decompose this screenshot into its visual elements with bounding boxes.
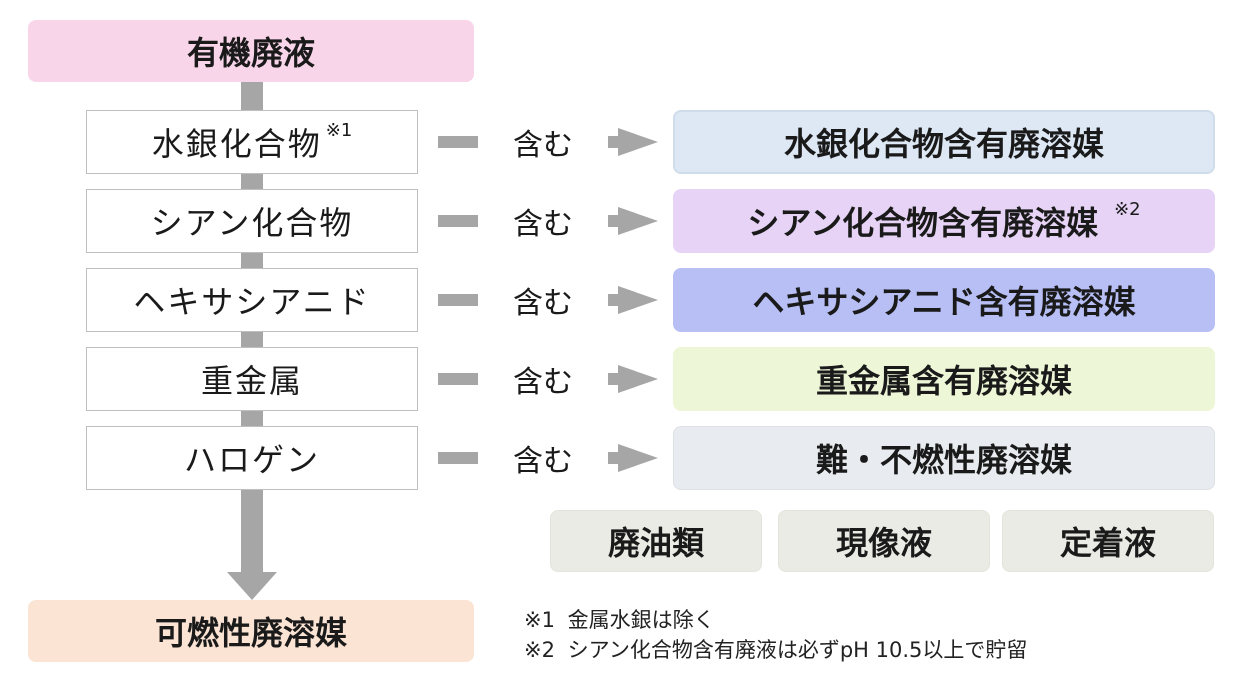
- contains-label: 含む: [478, 122, 608, 163]
- organic-waste-box: 有機廃液: [28, 20, 474, 82]
- contains-label: 含む: [478, 201, 608, 242]
- right-box-label: シアン化合物含有廃溶媒: [747, 204, 1099, 242]
- arrow-head: [618, 207, 658, 235]
- developer-label: 現像液: [835, 524, 932, 562]
- fixer-box: 定着液: [1002, 510, 1214, 572]
- developer-box: 現像液: [778, 510, 990, 572]
- right-box-hexacyanide: ヘキサシアニド含有廃溶媒: [673, 268, 1215, 332]
- contains-label: 含む: [478, 438, 608, 479]
- footnote-text: 金属水銀は除く: [567, 608, 715, 632]
- footnote-mark: ※2: [524, 638, 555, 662]
- right-box-label: 重金属含有廃溶媒: [815, 362, 1072, 400]
- right-box-label: 難・不燃性廃溶媒: [815, 441, 1072, 479]
- right-box-cyanide: シアン化合物含有廃溶媒 ※2: [673, 189, 1215, 253]
- left-box-heavy-metal: 重金属: [86, 347, 418, 411]
- fixer-label: 定着液: [1059, 524, 1156, 562]
- left-box-hexacyanide: ヘキサシアニド: [86, 268, 418, 332]
- left-box-cyanide: シアン化合物: [86, 189, 418, 253]
- organic-waste-label: 有機廃液: [186, 34, 315, 72]
- arrow-head: [618, 128, 658, 156]
- footnote-1: ※1 金属水銀は除く: [524, 604, 715, 634]
- contains-label: 含む: [478, 359, 608, 400]
- arrow-head: [618, 444, 658, 472]
- left-box-halogen: ハロゲン: [86, 426, 418, 490]
- right-box-heavy-metal: 重金属含有廃溶媒: [673, 347, 1215, 411]
- left-box-label: 水銀化合物: [151, 125, 322, 163]
- contains-label: 含む: [478, 280, 608, 321]
- right-box-label: ヘキサシアニド含有廃溶媒: [752, 283, 1136, 321]
- arrow-head: [618, 365, 658, 393]
- left-box-note: ※1: [325, 119, 353, 141]
- combustible-solvent-box: 可燃性廃溶媒: [28, 600, 474, 662]
- combustible-solvent-label: 可燃性廃溶媒: [154, 614, 347, 652]
- right-box-note: ※2: [1114, 198, 1141, 220]
- arrow-head: [618, 286, 658, 314]
- left-box-label: シアン化合物: [150, 204, 354, 242]
- footnote-mark: ※1: [524, 608, 555, 632]
- footnote-text: シアン化合物含有廃液は必ずpH 10.5以上で貯留: [567, 638, 1028, 662]
- right-box-halogen: 難・不燃性廃溶媒: [673, 426, 1215, 490]
- right-box-mercury: 水銀化合物含有廃溶媒: [673, 110, 1215, 174]
- left-box-label: 重金属: [200, 362, 303, 400]
- waste-oil-label: 廃油類: [607, 524, 704, 562]
- left-box-label: ハロゲン: [183, 441, 320, 479]
- right-box-label: 水銀化合物含有廃溶媒: [783, 125, 1104, 163]
- left-box-mercury: 水銀化合物 ※1: [86, 110, 418, 174]
- left-box-label: ヘキサシアニド: [133, 283, 371, 321]
- footnote-2: ※2 シアン化合物含有廃液は必ずpH 10.5以上で貯留: [524, 634, 1027, 664]
- waste-oil-box: 廃油類: [550, 510, 762, 572]
- main-flow-arrowhead: [227, 572, 277, 600]
